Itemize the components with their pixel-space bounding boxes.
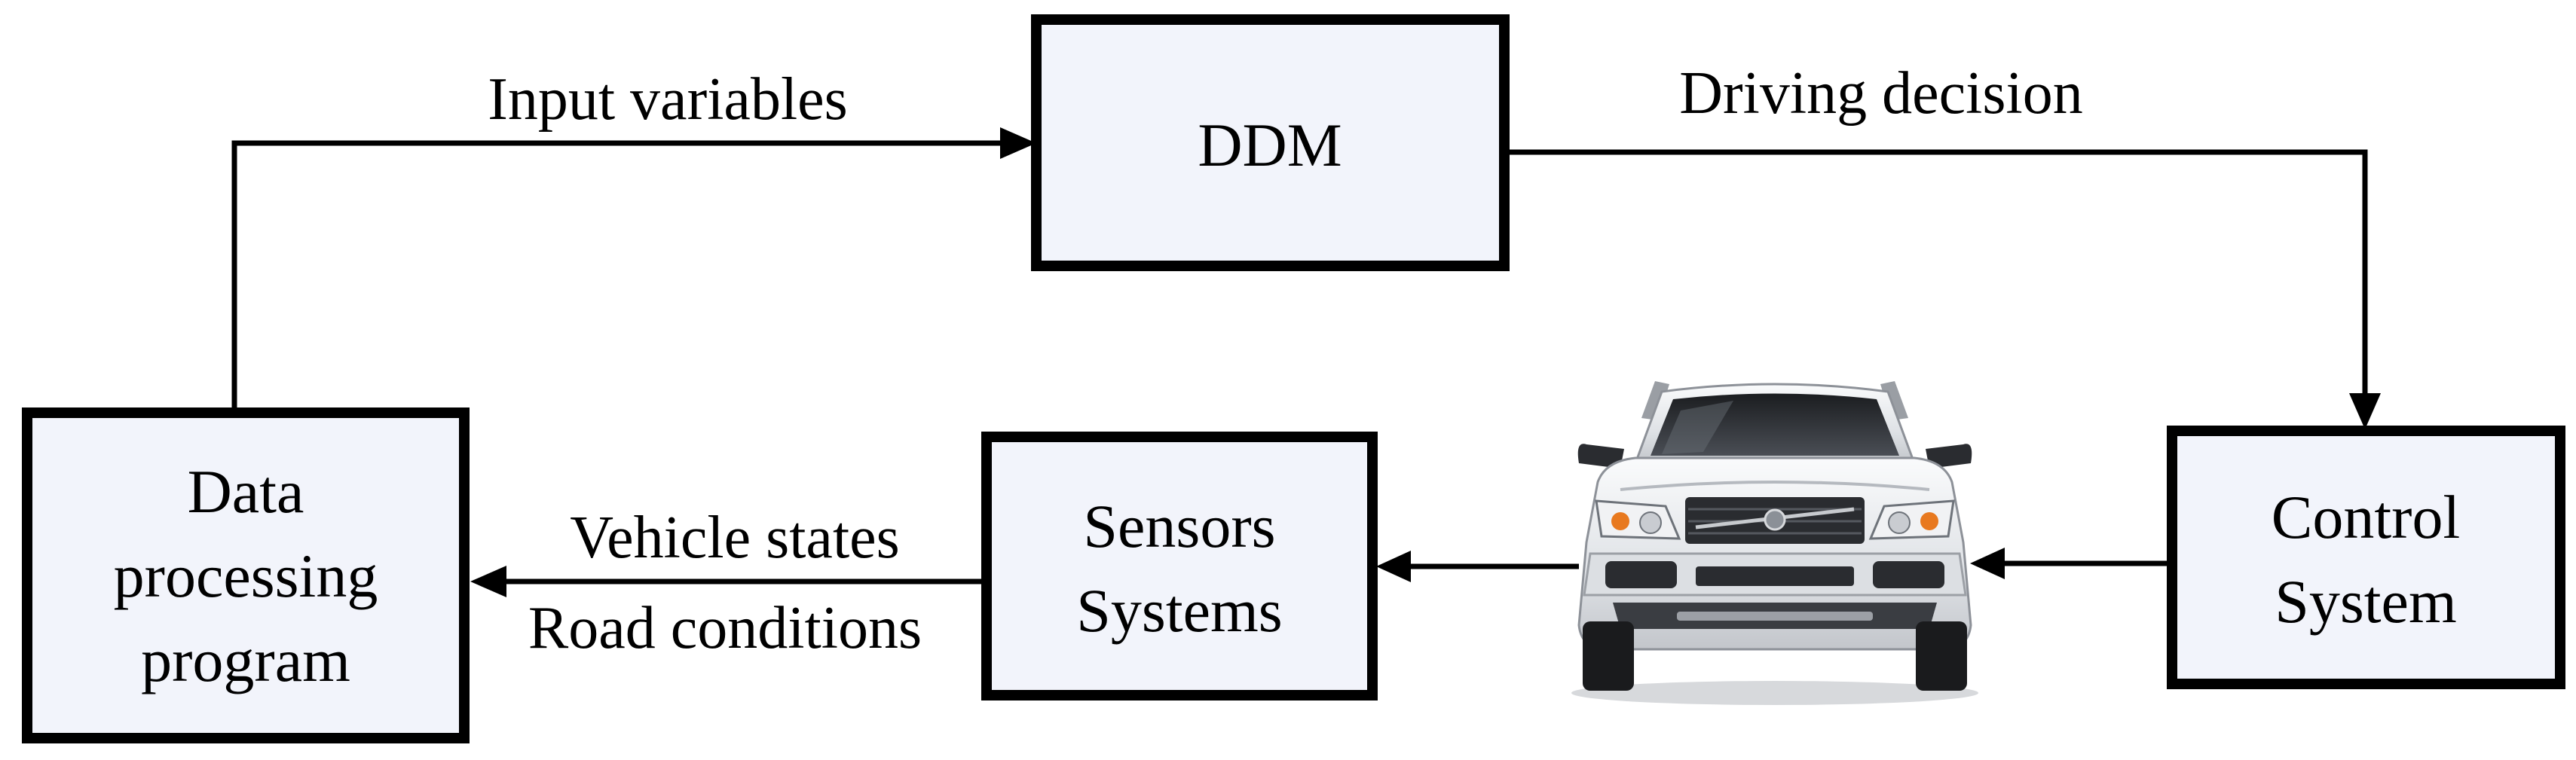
sensors-systems-label-line2: Systems: [1076, 576, 1282, 645]
ddm-label: DDM: [1198, 111, 1342, 179]
data-processing-node: Data processing program: [22, 407, 470, 743]
edge-input-variables: [231, 140, 1002, 413]
edge-driving-decision: [1510, 149, 2368, 395]
ddm-node: DDM: [1031, 14, 1510, 271]
arrowhead-to-control: [2349, 393, 2381, 429]
edge-label-road-conditions: Road conditions: [528, 595, 922, 661]
data-processing-label-line3: program: [141, 626, 350, 694]
arrowhead-to-data: [470, 566, 506, 597]
data-processing-label-line2: processing: [114, 542, 378, 610]
sensors-systems-label-line1: Sensors: [1083, 492, 1275, 560]
data-processing-label-line1: Data: [188, 457, 304, 526]
control-system-node: Control System: [2167, 426, 2565, 689]
edge-label-input-variables: Input variables: [488, 66, 848, 133]
sensors-systems-node: Sensors Systems: [981, 432, 1378, 700]
edge-label-vehicle-states: Vehicle states: [570, 505, 900, 571]
arrowhead-to-sensors: [1376, 551, 1411, 582]
arrowhead-to-car: [1970, 548, 2005, 579]
control-system-label-line2: System: [2275, 567, 2456, 636]
car-icon: [1571, 381, 1978, 705]
control-system-label-line1: Control: [2272, 483, 2461, 551]
arrowhead-to-ddm: [1000, 127, 1036, 159]
edge-label-driving-decision: Driving decision: [1679, 60, 2082, 127]
